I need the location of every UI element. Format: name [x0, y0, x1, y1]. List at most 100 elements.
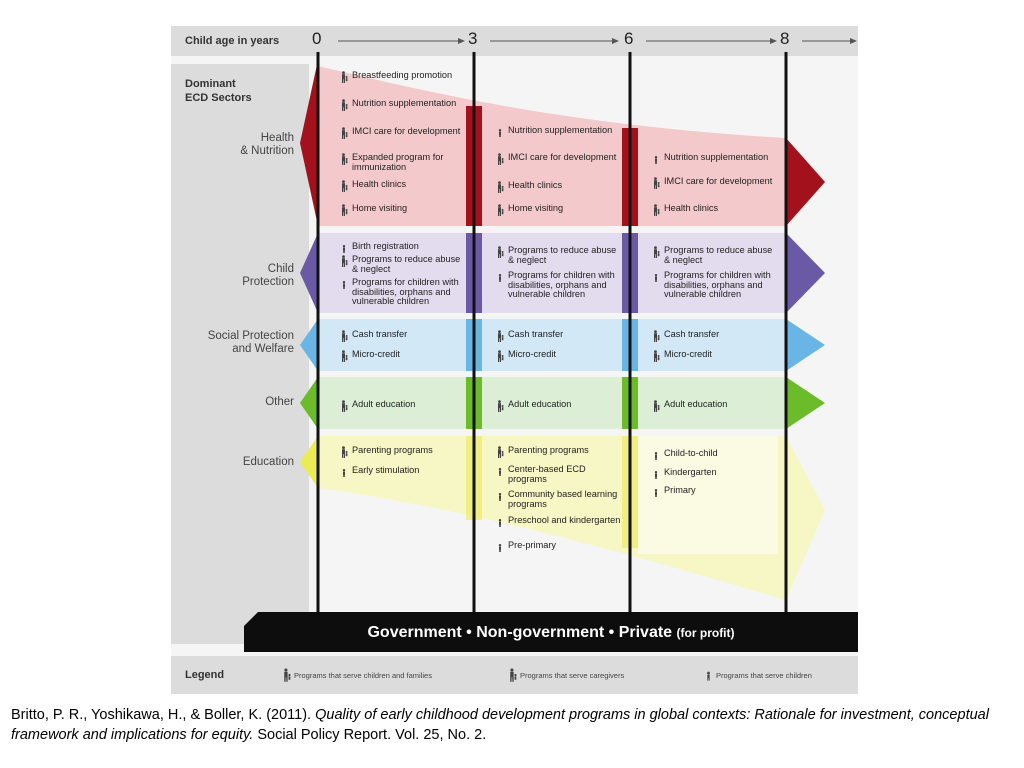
program-label: Center-based ECD programs: [508, 464, 586, 484]
program-label: Programs for children with disabilities,…: [664, 270, 771, 299]
program-label: Adult education: [508, 399, 572, 409]
caption-source: Social Policy Report. Vol. 25, No. 2.: [253, 727, 487, 743]
program-item: Nutrition supplementation: [498, 125, 624, 137]
education-left-arrow: [300, 436, 318, 488]
program-label: Parenting programs: [508, 445, 589, 455]
program-item: Community based learning programs: [498, 489, 624, 509]
legend-label-text: Programs that serve children: [716, 671, 812, 680]
program-label: Adult education: [664, 399, 728, 409]
sector-label-protection: Child Protection: [242, 263, 294, 288]
age-timelines: [316, 52, 788, 612]
social-band: [318, 319, 786, 371]
sector-label-education: Education: [242, 456, 294, 468]
sponsorship-label: Government • Non-government • Private (f…: [244, 614, 858, 652]
program-label: Nutrition supplementation: [664, 152, 769, 162]
family-icon: [342, 255, 348, 267]
program-label: Kindergarten: [664, 467, 717, 477]
legend-label: Legend: [185, 669, 225, 681]
family-icon: [498, 350, 504, 362]
legend-item: Programs that serve children and familie…: [284, 668, 432, 682]
health-right-arrow: [786, 138, 825, 226]
program-item: Cash transfer: [498, 329, 624, 342]
program-item: Pre-primary: [498, 540, 624, 552]
program-label: Nutrition supplementation: [352, 98, 457, 108]
program-item: Programs to reduce abuse & neglect: [498, 245, 624, 265]
program-item: IMCI care for development: [654, 176, 780, 189]
program-label: Pre-primary: [508, 540, 556, 550]
family-icon: [498, 446, 504, 458]
program-item: Expanded program for immunization: [342, 152, 464, 172]
program-item: Adult education: [654, 399, 780, 412]
program-item: Programs to reduce abuse & neglect: [654, 245, 780, 265]
child-icon: [342, 281, 346, 289]
family-icon: [654, 246, 660, 258]
family-icon: [342, 153, 348, 165]
family-icon: [510, 668, 517, 682]
program-label: IMCI care for development: [508, 152, 617, 162]
child-icon: [654, 471, 658, 479]
program-item: Micro-credit: [654, 349, 780, 362]
program-label: Nutrition supplementation: [508, 125, 613, 135]
other-right-arrow: [786, 377, 825, 429]
education-inner-panel: [638, 436, 778, 554]
family-icon: [654, 177, 660, 189]
child-icon: [498, 274, 502, 282]
program-label: Cash transfer: [664, 329, 720, 339]
header-arrow-head-0: [458, 38, 465, 44]
program-label: Home visiting: [508, 203, 564, 213]
program-label: Home visiting: [352, 203, 408, 213]
family-icon: [654, 330, 660, 342]
health-band: [318, 66, 786, 226]
sector-label-health: Health & Nutrition: [240, 132, 294, 157]
child-icon: [654, 274, 658, 282]
citation-caption: Britto, P. R., Yoshikawa, H., & Boller, …: [11, 705, 1011, 745]
program-label: Primary: [664, 485, 696, 495]
program-label: Programs to reduce abuse & neglect: [352, 254, 461, 274]
legend-label-text: Programs that serve children and familie…: [294, 671, 432, 680]
program-item: Birth registration: [342, 241, 464, 253]
header-arrow-head-3: [850, 38, 857, 44]
family-icon: [654, 400, 660, 412]
family-icon: [498, 204, 504, 216]
family-icon: [342, 204, 348, 216]
protection-right-arrow: [786, 233, 825, 313]
program-item: Early stimulation: [342, 465, 464, 477]
program-label: Birth registration: [352, 241, 419, 251]
program-item: Nutrition supplementation: [342, 98, 464, 111]
program-label: Parenting programs: [352, 445, 433, 455]
program-label: Expanded program for immunization: [352, 152, 444, 172]
program-item: Adult education: [342, 399, 464, 412]
health-left-arrow: [300, 60, 318, 226]
program-label: Community based learning programs: [508, 489, 618, 509]
program-item: Breastfeeding promotion: [342, 70, 464, 83]
sector-label-other: Other: [265, 396, 294, 408]
child-icon: [498, 129, 502, 137]
other-left-arrow: [300, 377, 318, 429]
program-label: Health clinics: [508, 180, 563, 190]
program-label: Micro-credit: [508, 349, 556, 359]
child-icon: [654, 452, 658, 460]
program-label: IMCI care for development: [664, 176, 773, 186]
program-label: Programs for children with disabilities,…: [508, 270, 615, 299]
child-icon: [498, 519, 502, 527]
program-item: Health clinics: [498, 180, 624, 193]
program-label: Micro-credit: [664, 349, 712, 359]
program-label: Child-to-child: [664, 448, 718, 458]
family-icon: [498, 153, 504, 165]
family-icon: [342, 127, 348, 139]
family-icon: [342, 71, 348, 83]
program-item: IMCI care for development: [498, 152, 624, 165]
program-label: Programs to reduce abuse & neglect: [664, 245, 773, 265]
family-icon: [498, 181, 504, 193]
program-item: Nutrition supplementation: [654, 152, 780, 164]
family-icon: [342, 400, 348, 412]
social-right-arrow: [786, 319, 825, 371]
header-arrow-head-2: [770, 38, 777, 44]
program-label: Health clinics: [664, 203, 719, 213]
program-label: Micro-credit: [352, 349, 400, 359]
child-icon: [342, 469, 346, 477]
child-icon: [654, 156, 658, 164]
program-item: Parenting programs: [498, 445, 624, 458]
